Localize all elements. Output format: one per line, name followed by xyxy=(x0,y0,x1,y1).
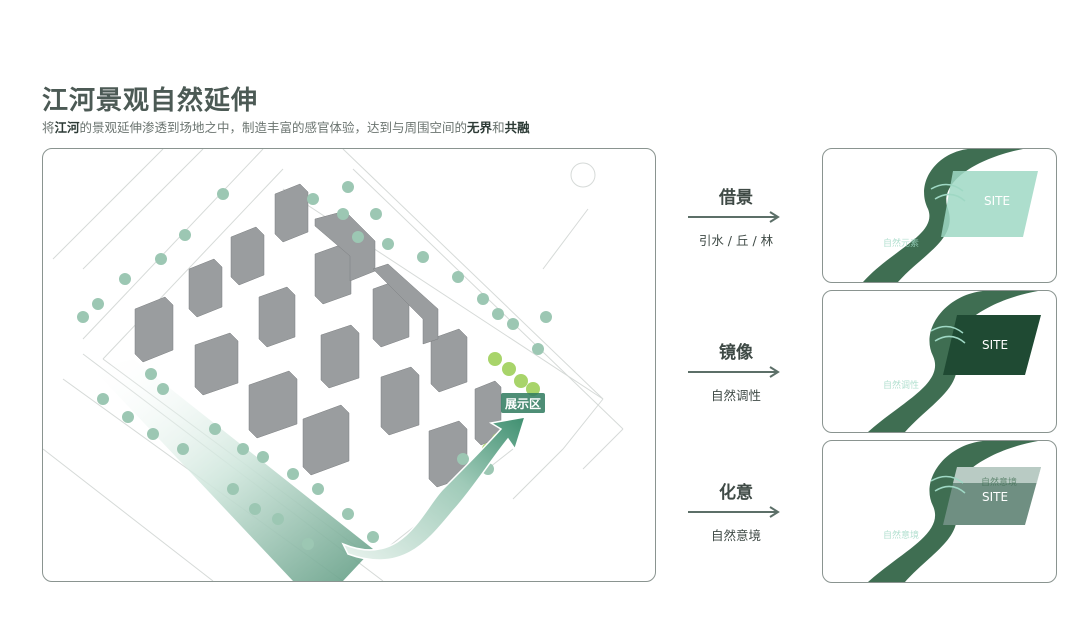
faint-label-top: 自然意境 xyxy=(981,476,1017,488)
concept-card-borrow: SITE 自然元素 xyxy=(822,148,1057,283)
exhibition-area-label: 展示区 xyxy=(505,397,541,411)
concept-title: 借景 xyxy=(719,188,753,208)
tree-cluster-icon xyxy=(77,181,552,550)
site-label: SITE xyxy=(982,490,1008,504)
faint-label: 自然调性 xyxy=(883,379,919,391)
site-plan-drawing: 展示区 xyxy=(43,149,624,581)
faint-label: 自然元素 xyxy=(883,237,919,249)
flow-arrow xyxy=(341,416,527,561)
page-subtitle: 将江河的景观延伸渗透到场地之中，制造丰富的感官体验，达到与周围空间的无界和共融 xyxy=(42,120,530,135)
faint-label: 自然意境 xyxy=(883,529,919,541)
page-title: 江河景观自然延伸 xyxy=(42,86,259,116)
site-block xyxy=(943,315,1041,375)
concept-card-transform: 自然意境 SITE 自然意境 xyxy=(822,440,1057,583)
concept-desc: 自然调性 xyxy=(710,388,761,403)
site-label: SITE xyxy=(982,338,1008,352)
concept-transform: 化意 自然意境 xyxy=(688,478,788,544)
right-arrow-icon xyxy=(688,366,780,378)
concept-mirror: 镜像 自然调性 xyxy=(688,338,788,404)
site-label: SITE xyxy=(984,194,1010,208)
concept-borrow: 借景 引水 / 丘 / 林 xyxy=(688,183,788,249)
concept-desc: 引水 / 丘 / 林 xyxy=(698,233,774,248)
right-arrow-icon xyxy=(688,211,780,223)
river-band xyxy=(863,149,1023,282)
concept-desc: 自然意境 xyxy=(710,528,761,543)
concept-title: 镜像 xyxy=(719,343,753,363)
site-plan-panel: 展示区 xyxy=(42,148,656,582)
concept-title: 化意 xyxy=(719,483,753,503)
concept-card-mirror: SITE 自然调性 xyxy=(822,290,1057,433)
site-block xyxy=(941,171,1038,237)
right-arrow-icon xyxy=(688,506,780,518)
